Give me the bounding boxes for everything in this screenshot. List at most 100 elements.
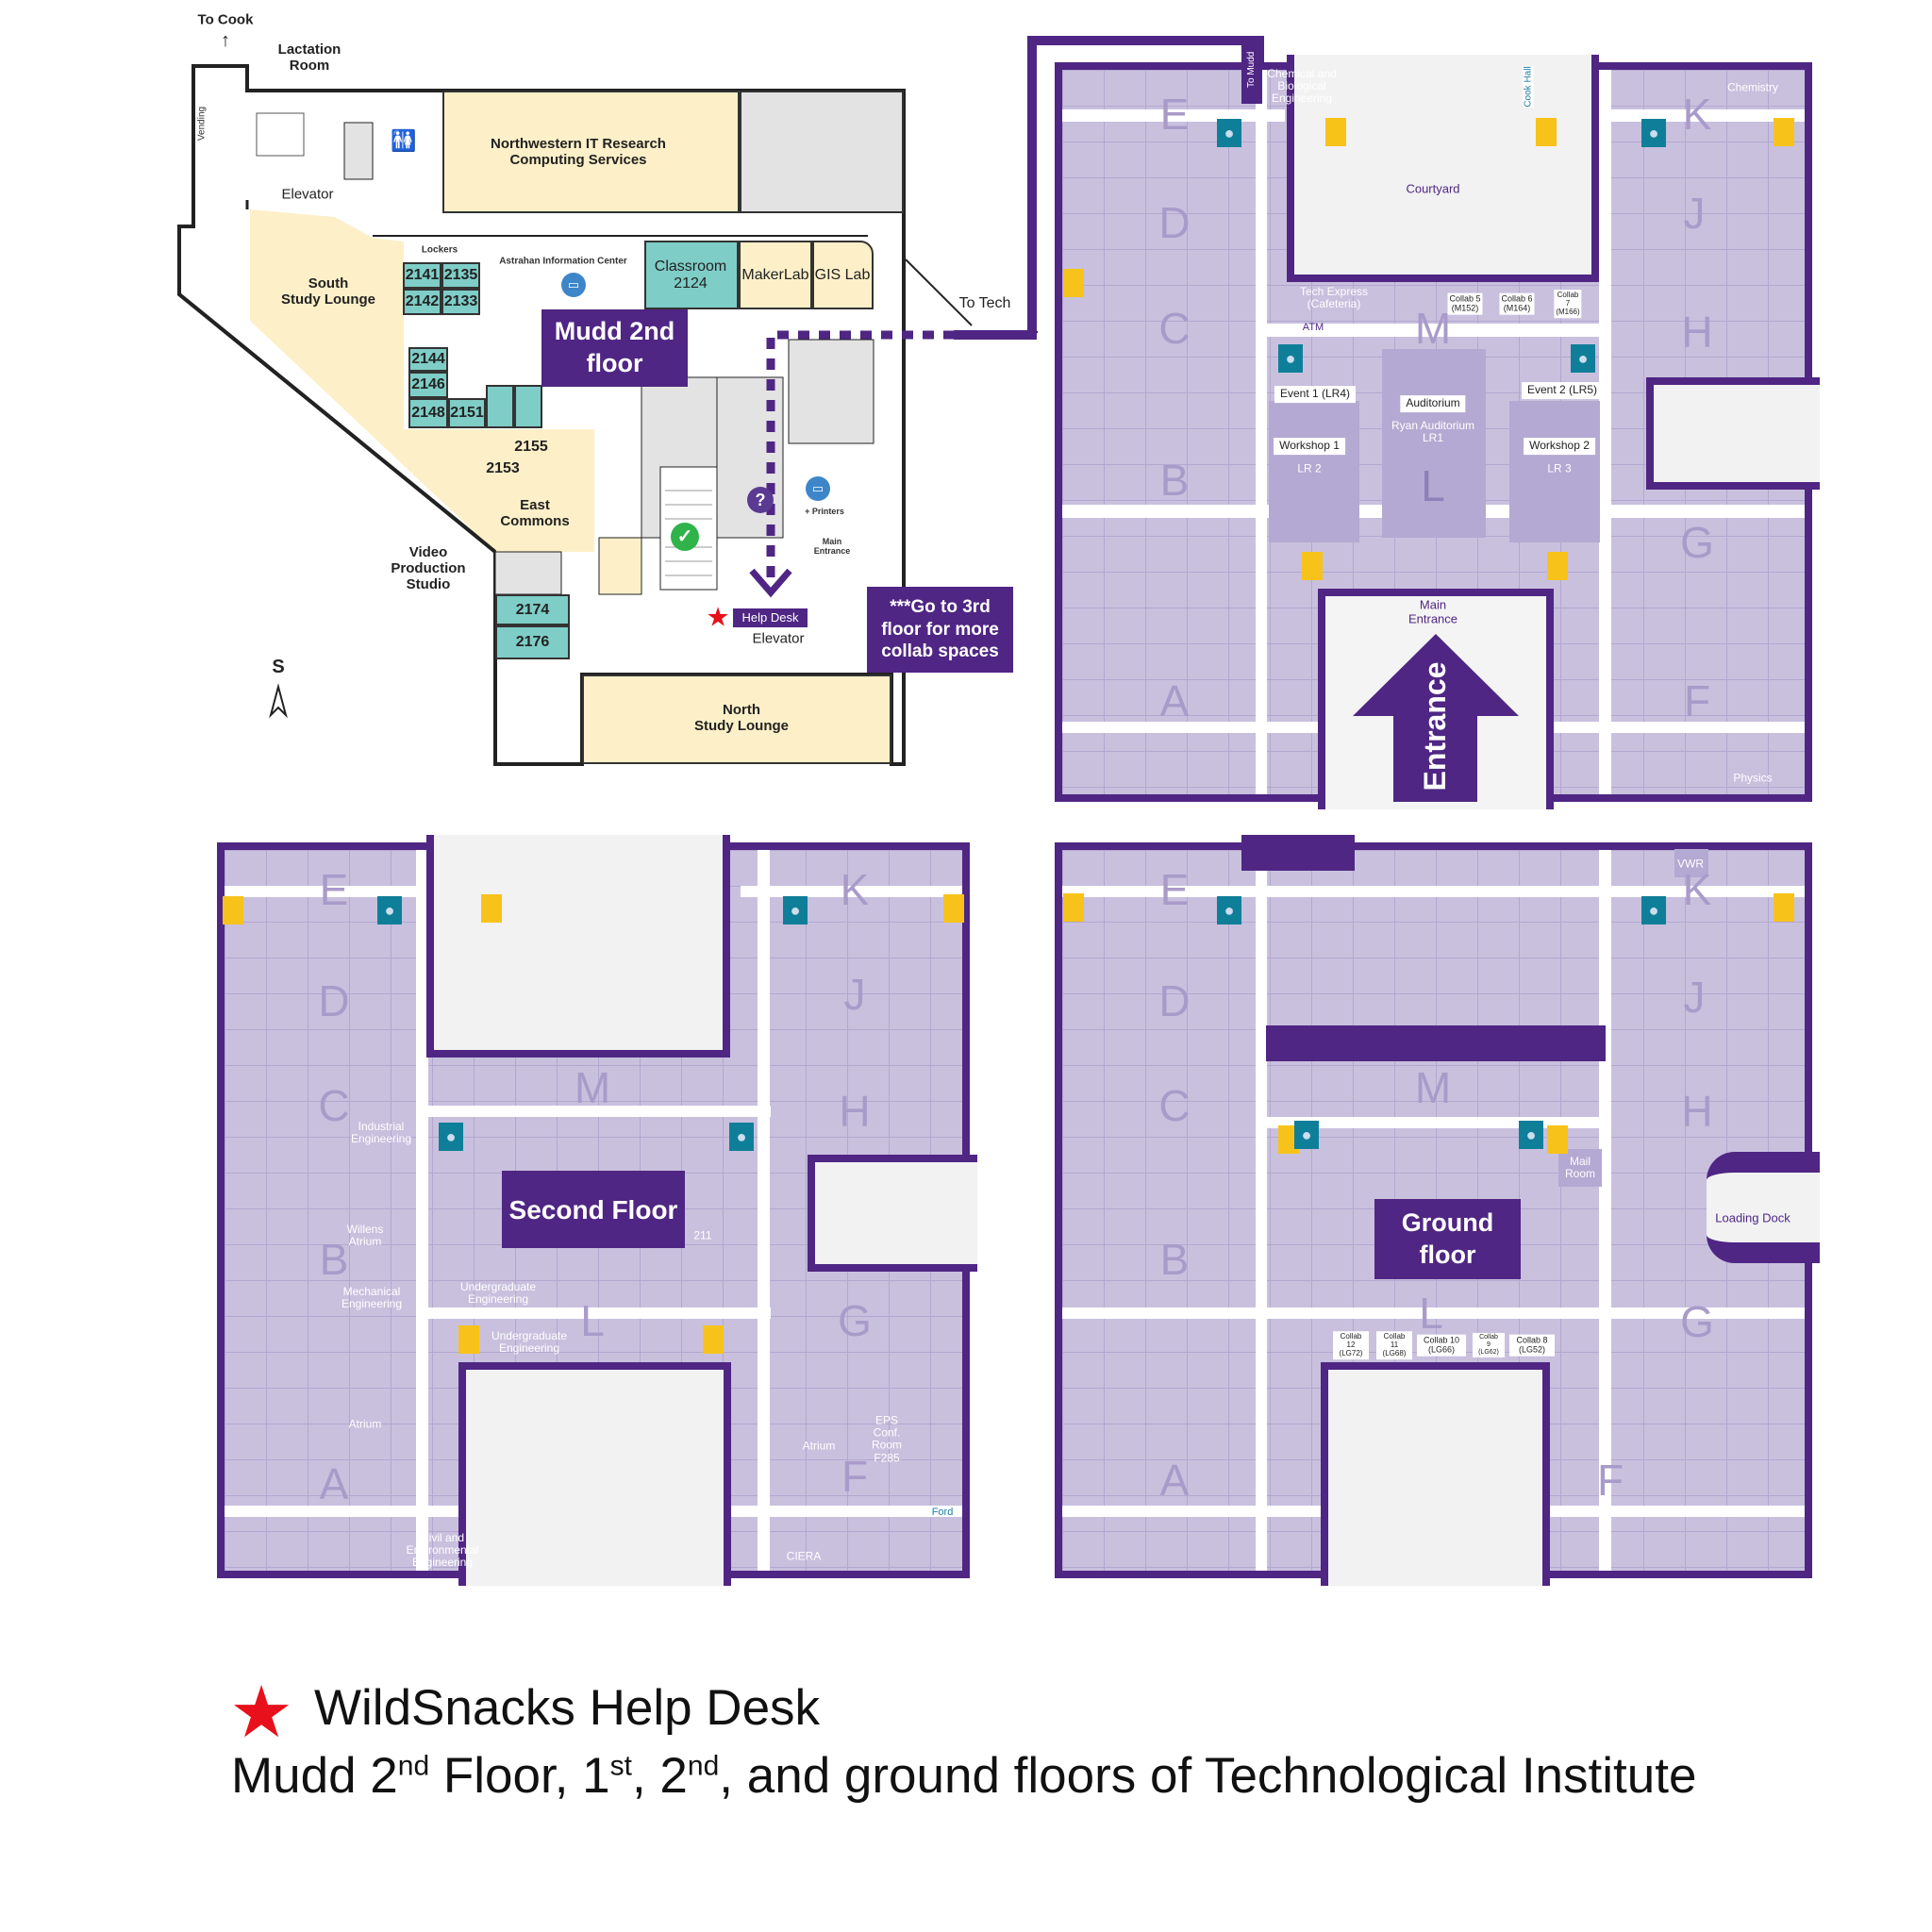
south-study-lounge-area bbox=[250, 209, 594, 552]
room-2155-block bbox=[514, 385, 542, 428]
wing-h-label: H bbox=[839, 1087, 871, 1136]
wing-d-label: D bbox=[1158, 198, 1191, 247]
vwr-room bbox=[1674, 849, 1708, 877]
room-2142: 2142 bbox=[403, 289, 441, 315]
restroom-icon: 🚻 bbox=[391, 128, 417, 153]
route-arrowhead bbox=[749, 568, 792, 598]
wing-j-label: J bbox=[1683, 973, 1706, 1022]
tech-express-label: Tech Express (Cafeteria) bbox=[1299, 284, 1369, 310]
lr3-label: LR 3 bbox=[1547, 461, 1572, 475]
collab-5-label: Collab 5 (M152) bbox=[1447, 292, 1483, 315]
collab-6-label: Collab 6 (M164) bbox=[1499, 292, 1535, 315]
stairs-icon bbox=[1536, 118, 1557, 146]
stairs-icon bbox=[1063, 269, 1084, 297]
workshop-2-label: Workshop 2 bbox=[1524, 438, 1595, 455]
elevator-bottom-label: Elevator bbox=[752, 630, 805, 647]
room-2144: 2144 bbox=[408, 347, 448, 372]
arrow-up-icon: ↑ bbox=[221, 29, 230, 51]
stairs-icon bbox=[1774, 893, 1794, 922]
wing-m-label: M bbox=[574, 1063, 611, 1112]
wing-k-label: K bbox=[840, 865, 870, 914]
corridor bbox=[1255, 323, 1612, 337]
wing-h-label: H bbox=[1681, 1087, 1713, 1136]
wing-a-label: A bbox=[319, 1459, 349, 1508]
room-2141: 2141 bbox=[403, 262, 441, 289]
collab-9-label: Collab 9 (LG62) bbox=[1473, 1332, 1505, 1358]
restroom-icon: ● bbox=[783, 896, 808, 924]
corridor bbox=[416, 850, 428, 1571]
wing-d-label: D bbox=[318, 976, 350, 1025]
restroom-icon: ● bbox=[1278, 344, 1303, 373]
willens-label: Willens Atrium bbox=[346, 1222, 384, 1248]
north-lounge-label: North Study Lounge bbox=[694, 702, 789, 734]
caption-sup: nd bbox=[687, 1750, 720, 1782]
atm-label: ATM bbox=[1302, 321, 1324, 333]
workshop-1-area bbox=[1269, 401, 1359, 542]
room-2153-label: 2153 bbox=[486, 460, 520, 477]
printer-computer-icon: ▭ bbox=[806, 476, 830, 501]
help-desk-star-icon: ★ bbox=[706, 602, 730, 632]
corridor bbox=[1599, 70, 1611, 794]
wing-l-label: L bbox=[1421, 461, 1445, 510]
caption-part: Mudd 2 bbox=[231, 1748, 398, 1804]
ford-link[interactable]: Ford bbox=[931, 1506, 954, 1518]
restroom-icon: ● bbox=[439, 1123, 463, 1151]
main-entrance-tech-label: Main Entrance bbox=[1407, 597, 1458, 625]
room-2151: 2151 bbox=[448, 398, 486, 428]
event-2-label: Event 2 (LR5) bbox=[1521, 382, 1604, 399]
astrahan-label: Astrahan Information Center bbox=[499, 256, 627, 267]
room-2146: 2146 bbox=[408, 372, 448, 398]
mechanical-label: Mechanical Engineering bbox=[341, 1284, 403, 1310]
industrial-label: Industrial Engineering bbox=[350, 1119, 412, 1145]
wing-e-label: E bbox=[1159, 865, 1190, 914]
wing-c-label: C bbox=[1158, 1081, 1191, 1130]
corridor bbox=[1062, 1307, 1805, 1320]
compass-arrow-icon bbox=[269, 683, 288, 719]
video-studio-label: Video Production Studio bbox=[391, 543, 466, 592]
corridor bbox=[416, 1307, 771, 1320]
room-2135: 2135 bbox=[441, 262, 480, 289]
help-question-icon: ? bbox=[747, 487, 774, 513]
wing-g-label: G bbox=[1680, 1297, 1714, 1346]
wing-f-label: F bbox=[1683, 676, 1711, 725]
lr2-label: LR 2 bbox=[1297, 461, 1322, 475]
nu-it-label: Northwestern IT Research Computing Servi… bbox=[491, 136, 666, 168]
wing-c-label: C bbox=[1158, 304, 1191, 353]
cook-hall-label[interactable]: Cook Hall bbox=[1523, 66, 1534, 108]
wing-l-label: L bbox=[580, 1296, 605, 1345]
stairs-icon bbox=[223, 896, 243, 924]
stairs-icon bbox=[1547, 552, 1568, 580]
wing-m-label: M bbox=[1414, 1063, 1452, 1112]
gis-lab-room bbox=[812, 241, 874, 309]
eps-room-label: EPS Conf. Room F285 bbox=[871, 1413, 903, 1465]
restroom-icon: ● bbox=[1641, 896, 1666, 924]
room-2176: 2176 bbox=[495, 625, 570, 659]
room-2155-label: 2155 bbox=[514, 439, 548, 456]
corridor bbox=[741, 886, 962, 898]
east-commons-label: East Commons bbox=[500, 497, 570, 529]
to-mudd-label[interactable]: To Mudd bbox=[1241, 36, 1262, 104]
elevator-label: Elevator bbox=[281, 186, 334, 203]
room-2133: 2133 bbox=[441, 289, 480, 315]
corridor bbox=[1255, 850, 1268, 1571]
mail-room-label: Mail Room bbox=[1564, 1154, 1596, 1180]
wing-a-label: A bbox=[1159, 676, 1190, 725]
loading-dock-label: Loading Dock bbox=[1715, 1210, 1790, 1225]
ciera-label: CIERA bbox=[786, 1549, 822, 1563]
auditorium-label: Auditorium bbox=[1400, 395, 1466, 412]
collab-7-label: Collab 7 (M166) bbox=[1554, 290, 1582, 318]
restroom-icon: ● bbox=[1571, 344, 1595, 373]
to-tech-label: To Tech bbox=[958, 295, 1011, 312]
restroom-icon: ● bbox=[377, 896, 402, 924]
south-lounge-label: South Study Lounge bbox=[281, 275, 375, 308]
wing-h-label: H bbox=[1681, 308, 1713, 357]
corridor bbox=[225, 886, 446, 898]
entrance-plaza bbox=[1321, 1362, 1550, 1586]
corridor bbox=[758, 850, 770, 1571]
storage-room bbox=[740, 91, 904, 213]
wing-m-label: M bbox=[1414, 304, 1452, 353]
courtyard-label: Courtyard bbox=[1406, 181, 1460, 196]
restroom-icon: ● bbox=[1217, 896, 1241, 924]
wing-d-label: D bbox=[1158, 976, 1191, 1025]
wing-e-label: E bbox=[1159, 90, 1190, 139]
